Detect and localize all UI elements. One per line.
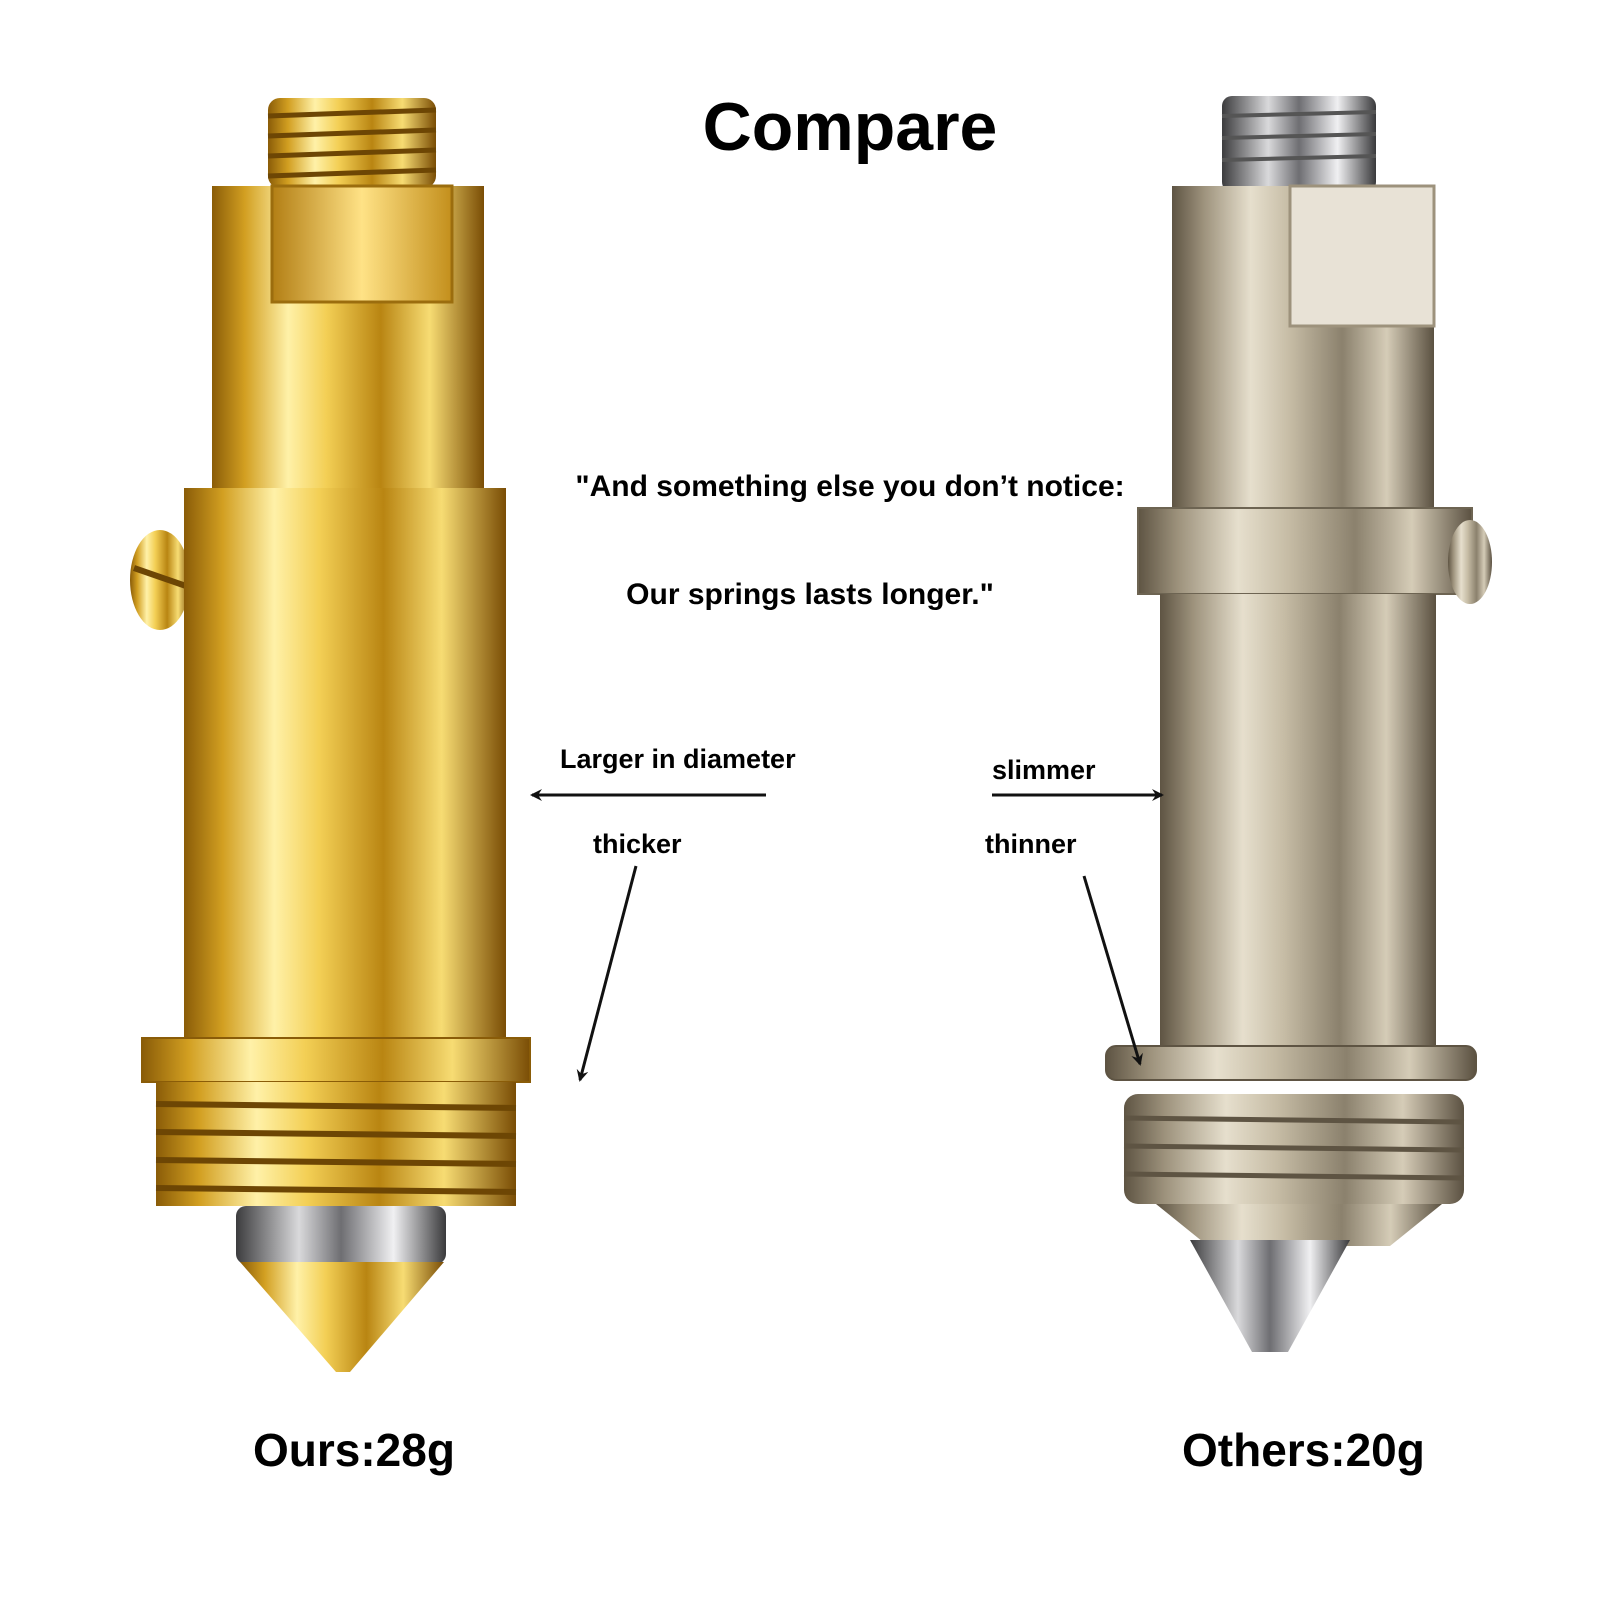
ours-bottom-thread [155,1082,517,1206]
thinner-arrow [1082,875,1143,1066]
label-thicker: thicker [593,829,682,859]
thicker-arrow [576,865,638,1082]
caption-ours: Ours:28g [253,1424,455,1476]
label-thinner: thinner [985,829,1077,859]
others-part-photo [1105,96,1492,1352]
ours-part-photo [130,98,531,1372]
quote-line-2: Our springs lasts longer." [626,578,994,611]
label-slimmer: slimmer [992,755,1096,785]
annotation-arrows [530,789,1164,1082]
label-larger-diameter: Larger in diameter [560,744,796,774]
page-title: Compare [702,89,998,165]
others-bottom-thread [1123,1094,1465,1204]
ours-side-screw [130,530,190,630]
others-top-thread [1221,96,1377,192]
ours-top-thread [267,98,437,188]
caption-others: Others:20g [1182,1424,1425,1476]
quote-line-1: "And something else you don’t notice: [575,470,1125,503]
others-side-screw [1448,520,1492,604]
